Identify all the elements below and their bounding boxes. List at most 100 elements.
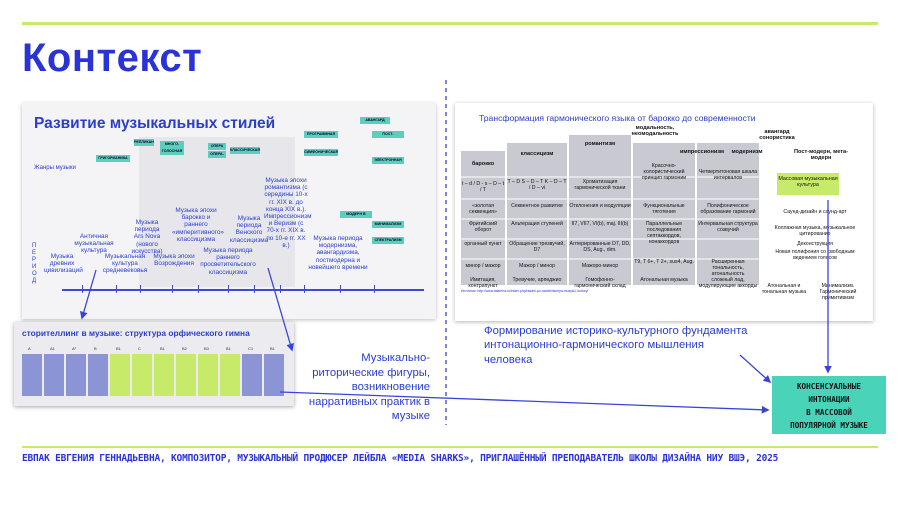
- harmony-cell: Мажоро-минор: [581, 263, 619, 269]
- orphic-col-header: A²: [72, 346, 76, 351]
- orphic-col-header: B1: [226, 346, 231, 351]
- foundation-note: Формирование историко-культурного фундам…: [484, 325, 748, 366]
- harmony-cell: Мажор / минор: [519, 263, 555, 269]
- harmony-table-grid: [461, 135, 759, 285]
- orphic-block: [22, 354, 42, 396]
- orphic-block: [176, 354, 196, 396]
- epoch-label: Музыка периода раннего просветительского…: [200, 247, 256, 276]
- styles-panel-title: Развитие музыкальных стилей: [34, 115, 276, 132]
- harmony-cell: T9, T 6+, T 2+, sus4, Aug.: [634, 259, 694, 265]
- top-divider: [22, 22, 878, 25]
- rhetorical-figures-note: Музыкально-риторические фигуры, возникно…: [308, 352, 430, 423]
- mass-culture-badge: Массовая музыкальная культура: [777, 173, 839, 195]
- timeline-tick: [340, 285, 341, 293]
- harmony-cell: t – d / D - s – D – t / T: [461, 181, 505, 193]
- author-footer: ЕВПАК ЕВГЕНИЯ ГЕННАДЬЕВНА, КОМПОЗИТОР, М…: [22, 453, 779, 464]
- genre-cell: КЛАССИЧЕСКАЯ СИМФОНИЯ: [230, 147, 260, 154]
- harmony-cell: минор / мажор: [465, 263, 501, 269]
- orphic-block: [154, 354, 174, 396]
- genre-cell: ОПЕРА-БУФФ: [208, 151, 226, 158]
- genre-cell: ПОСТ-МИНИМАЛИЗМ: [372, 131, 404, 138]
- orphic-col-header: B1: [116, 346, 121, 351]
- era-header: авангард сонористика: [759, 129, 795, 142]
- genre-cell: РЕПЛИКАНЫ РИТМ: [134, 139, 154, 146]
- orphic-block: [44, 354, 64, 396]
- timeline-tick: [374, 285, 375, 293]
- timeline-band: [139, 137, 295, 287]
- orphic-col-header: B: [94, 346, 97, 351]
- timeline-tick: [172, 285, 173, 293]
- timeline-tick: [228, 285, 229, 293]
- consensus-line: В МАССОВОЙ: [806, 408, 852, 417]
- harmony-cell: Тревучие, арпеджио: [512, 277, 562, 283]
- timeline-tick: [82, 285, 83, 293]
- harmony-cell: органный пункт: [464, 241, 502, 247]
- harmony-cell: Обращение трезвучий, D7: [509, 241, 565, 253]
- epoch-label: Музыка периода Ars Nova (нового искусств…: [131, 219, 163, 255]
- era-header: классицизм: [520, 151, 554, 157]
- timeline-tick: [280, 285, 281, 293]
- orphic-block: [264, 354, 284, 396]
- epoch-label: Музыка эпохи Возрождения: [153, 253, 195, 268]
- music-styles-panel: Развитие музыкальных стилей Жанры музыки…: [22, 103, 436, 319]
- harmony-cell: сложный лад, модулирующие аккорды: [698, 277, 758, 289]
- orphic-col-header: C: [138, 346, 141, 351]
- consensus-line: ИНТОНАЦИИ: [808, 395, 850, 404]
- timeline-axis: [62, 289, 424, 291]
- era-header: модернизм: [731, 149, 763, 155]
- era-header: модальность, неомодальность: [631, 125, 679, 138]
- genre-cell: МНОГО-ГОЛОСНАЯ ПОЛИФОНИЯ: [160, 141, 184, 155]
- bottom-divider: [22, 446, 878, 448]
- orphic-hymn-panel: сторителлинг в музыке: структура орфичес…: [14, 322, 294, 406]
- orphic-col-header: B3: [204, 346, 209, 351]
- orphic-block: [66, 354, 86, 396]
- era-header: барокко: [471, 161, 495, 167]
- genre-cell: МОДЕРН В УРБАНИЗМЕ: [340, 211, 372, 218]
- orphic-block: [88, 354, 108, 396]
- harmony-cell: Расширенная тональность, атональность: [711, 259, 745, 277]
- harmony-cell: T – D S – D – T K – D – T / D – vi: [507, 179, 567, 191]
- harmony-panel: Трансформация гармонического языка от ба…: [455, 103, 873, 321]
- epoch-label: Музыка эпохи романтизма (с середины 10-х…: [264, 177, 312, 249]
- genre-cell: АВАНГАРД: [360, 117, 390, 124]
- harmony-cell: II7, VII7, VI(b), maj. III(b): [571, 221, 629, 227]
- harmony-cell: Алтерированные D7, DD, DS, Aug., dim.: [569, 241, 631, 253]
- timeline-tick: [116, 285, 117, 293]
- epoch-label: Музыка периода Венского классицизма: [230, 215, 269, 244]
- harmony-panel-title: Трансформация гармонического языка от ба…: [479, 113, 756, 123]
- harmony-cell: Альтерация ступеней: [511, 221, 563, 227]
- harmony-cell: Полифоническое образование гармоний: [700, 203, 756, 215]
- harmony-cell: Хроматизация гармонической ткани: [574, 179, 626, 191]
- epoch-label: Музыка эпохи барокко и раннего «империти…: [172, 207, 224, 243]
- genre-cell: СПЕКТРАЛИЗМ: [372, 237, 404, 244]
- orphic-col-header: B1: [270, 346, 275, 351]
- harmony-cell: Секвентное развитие: [511, 203, 563, 209]
- orphic-block: [220, 354, 240, 396]
- harmony-cell: Параллельные последования септаккордов, …: [645, 221, 683, 245]
- consensus-intonations-box: КОНСЕНСУАЛЬНЫЕ ИНТОНАЦИИ В МАССОВОЙ ПОПУ…: [772, 376, 886, 434]
- epoch-label: Музыка периода модернизма, авангардизма,…: [308, 235, 368, 271]
- era-header: романтизм: [584, 141, 616, 147]
- harmony-cell: Гомофонно-гармонический склад: [574, 277, 626, 289]
- orphic-col-header: C1: [248, 346, 254, 351]
- harmony-cell: «золотая секвенция»: [469, 203, 497, 215]
- genre-cell: СИМФОНИЧЕСКАЯ ПОЭМА: [304, 149, 338, 156]
- harmony-extra: Минимализм. Гармонический примитивизм: [819, 283, 857, 301]
- slide-title: Контекст: [22, 36, 203, 80]
- harmony-cell: Четвертитоновая шкала интервалов: [698, 169, 758, 181]
- harmony-extra: Коллажная музыка, музыкальное цитировани…: [774, 225, 856, 237]
- orphic-block: [132, 354, 152, 396]
- era-header: Пост-модерн, мета-модерн: [794, 149, 848, 162]
- orphic-col-header: B1: [160, 346, 165, 351]
- harmony-extra: Деконструкция: [797, 241, 833, 247]
- genre-cell: ЭЛЕКТРОННАЯ МУЗЫКА: [372, 157, 404, 164]
- timeline-tick: [304, 285, 305, 293]
- harmony-cell: Фригийский оборот: [468, 221, 498, 233]
- orphic-col-header: A1: [50, 346, 55, 351]
- epoch-label: Античная музыкальная культура: [74, 233, 114, 255]
- harmony-cell: Интервальная структура созвучий: [698, 221, 758, 233]
- harmony-extra: Саунд-дизайн и саунд-арт: [783, 209, 847, 215]
- consensus-line: КОНСЕНСУАЛЬНЫЕ: [796, 382, 861, 391]
- consensus-line: ПОПУЛЯРНОЙ МУЗЫКЕ: [790, 421, 868, 430]
- genre-cell: МИНИМАЛИЗМ: [372, 221, 404, 228]
